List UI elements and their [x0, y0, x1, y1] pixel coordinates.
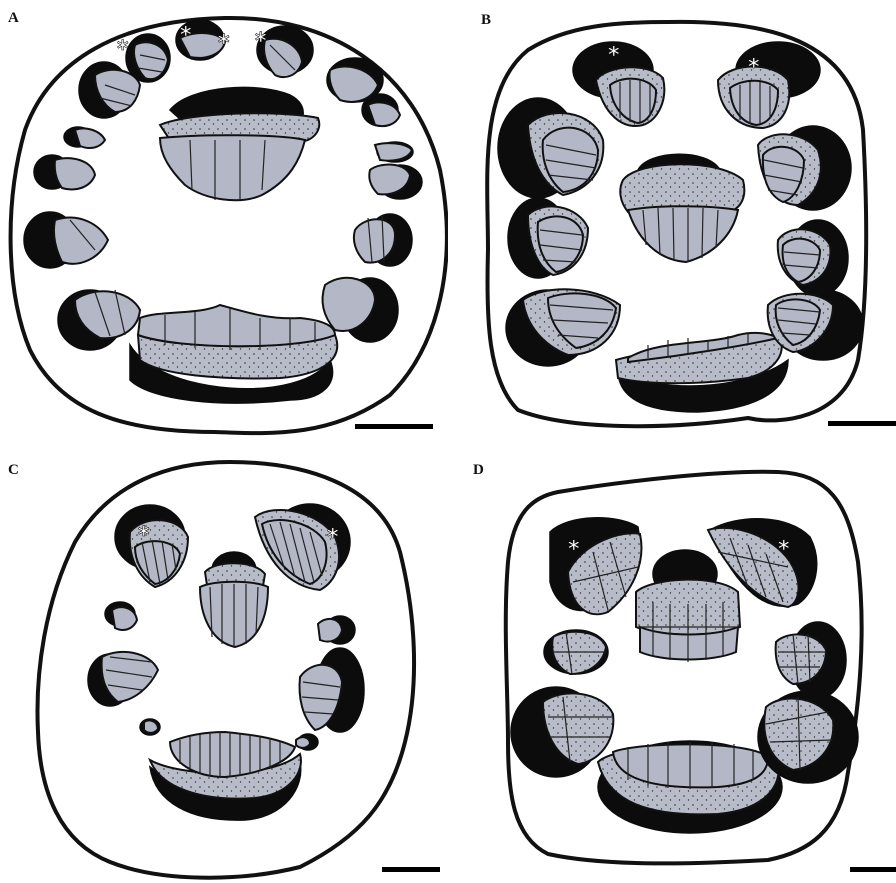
- asterisk-marker-icon: *: [327, 525, 339, 550]
- asterisk-marker-icon: *: [180, 23, 192, 48]
- panel-b: B: [448, 0, 896, 442]
- asterisk-marker-icon: *: [748, 55, 760, 80]
- bottom-bundle: [598, 741, 782, 833]
- asterisk-marker-icon: *: [568, 537, 580, 562]
- panel-d-diagram: * *: [448, 442, 896, 883]
- scale-bar-icon: [850, 867, 896, 872]
- panel-a: A: [0, 0, 448, 442]
- asterisk-marker-icon: *: [117, 37, 129, 62]
- asterisk-marker-icon: *: [778, 537, 790, 562]
- panel-a-diagram: * * * *: [0, 0, 448, 442]
- bottom-bundle: [130, 305, 337, 403]
- asterisk-marker-icon: *: [608, 43, 620, 68]
- panel-d: D: [448, 442, 896, 883]
- panel-c-diagram: * *: [0, 442, 448, 883]
- panel-c: C: [0, 442, 448, 883]
- scale-bar-icon: [382, 867, 440, 872]
- panel-b-diagram: * *: [448, 0, 896, 442]
- scale-bar-icon: [828, 421, 896, 426]
- asterisk-marker-icon: *: [218, 31, 230, 56]
- asterisk-marker-icon: *: [255, 29, 267, 54]
- scale-bar-icon: [355, 424, 433, 429]
- asterisk-marker-icon: *: [138, 523, 150, 548]
